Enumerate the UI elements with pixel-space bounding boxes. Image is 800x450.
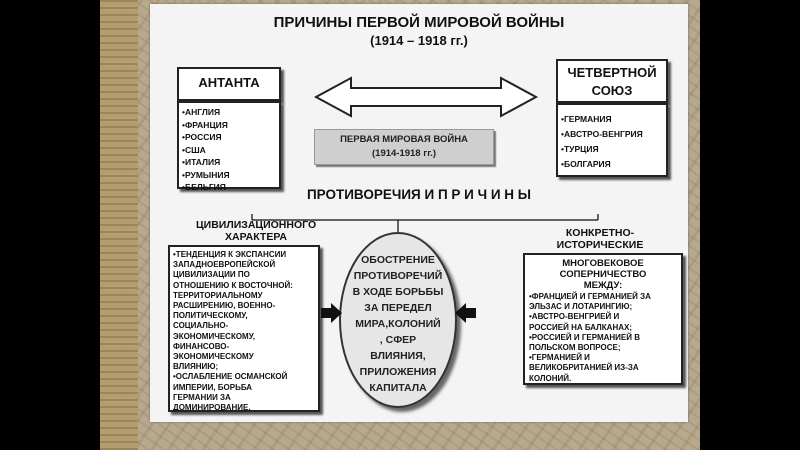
civilizational-line: ИМПЕРИИ, БОРЬБА: [173, 382, 253, 392]
concrete-heading: КОНКРЕТНО- ИСТОРИЧЕСКИЕ: [530, 227, 670, 251]
concrete-line: КОЛОНИЙ.: [529, 373, 572, 383]
quadruple-title-line2: СОЮЗ: [591, 83, 633, 98]
civilizational-line: ФИНАНСОВО-: [173, 341, 230, 351]
center-line: ПРИЛОЖЕНИЯ: [359, 366, 437, 378]
civilizational-heading-line1: ЦИВИЛИЗАЦИОННОГО: [196, 219, 317, 231]
concrete-intro-line: СОПЕРНИЧЕСТВО: [559, 269, 647, 280]
contradictions-heading: ПРОТИВОРЕЧИЯ И П Р И Ч И Н Ы: [306, 187, 532, 202]
civilizational-line: ДОМИНИРОВАНИЕ.: [173, 403, 251, 413]
civilizational-line: ТЕРРИТОРИАЛЬНОМУ: [173, 290, 263, 300]
center-line: ВЛИЯНИЯ,: [370, 350, 426, 362]
entente-title-box: АНТАНТА: [177, 67, 281, 101]
center-line: ПРОТИВОРЕЧИЙ: [353, 270, 443, 282]
arrow-right-icon: [321, 303, 342, 323]
civilizational-heading-line2: ХАРАКТЕРА: [224, 231, 287, 243]
entente-member: РУМЫНИЯ: [182, 169, 279, 182]
civilizational-line: ВЛИЯНИЮ;: [173, 362, 219, 372]
entente-list: АНГЛИЯФРАНЦИЯРОССИЯСШАИТАЛИЯРУМЫНИЯБЕЛЬГ…: [179, 106, 279, 194]
civilizational-line: ПОЛИТИЧЕСКОМУ,: [173, 311, 248, 321]
war-years: (1914-1918 гг.): [372, 148, 436, 159]
entente-member: ФРАНЦИЯ: [182, 119, 279, 132]
quadruple-member: ГЕРМАНИЯ: [561, 112, 666, 127]
civilizational-line: ЗАПАДНОЕВРОПЕЙСКОЙ: [173, 260, 276, 270]
entente-member: АНГЛИЯ: [182, 106, 279, 119]
concrete-line: •РОССИЕЙ И ГЕРМАНИЕЙ В: [529, 332, 640, 342]
entente-member: БЕЛЬГИЯ: [182, 181, 279, 194]
center-line: ОБОСТРЕНИЕ: [361, 254, 435, 266]
entente-members-box: АНГЛИЯФРАНЦИЯРОССИЯСШАИТАЛИЯРУМЫНИЯБЕЛЬГ…: [177, 101, 281, 192]
concrete-line: РОССИЕЙ НА БАЛКАНАХ;: [529, 322, 632, 332]
concrete-intro-line: МЕЖДУ:: [583, 280, 623, 291]
center-text: ОБОСТРЕНИЕ ПРОТИВОРЕЧИЙ В ХОДЕ БОРЬБЫ ЗА ПЕ…: [339, 252, 457, 396]
civilizational-heading: ЦИВИЛИЗАЦИОННОГО ХАРАКТЕРА: [196, 219, 316, 243]
quadruple-member: АВСТРО-ВЕНГРИЯ: [561, 127, 666, 142]
concrete-line: •ФРАНЦИЕЙ И ГЕРМАНИЕЙ ЗА: [529, 292, 651, 301]
civilizational-line: ГЕРМАНИИ ЗА: [173, 392, 231, 402]
decorative-strip: [100, 0, 138, 450]
concrete-intro-line: МНОГОВЕКОВОЕ: [562, 258, 644, 269]
double-arrow-icon: [313, 76, 539, 118]
connector-lines: [251, 214, 599, 232]
center-line: ЗА ПЕРЕДЕЛ: [364, 302, 432, 314]
center-line: В ХОДЕ БОРЬБЫ: [352, 286, 444, 298]
quadruple-title-line1: ЧЕТВЕРТНОЙ: [567, 65, 657, 80]
diagram-subtitle: (1914 – 1918 гг.): [370, 33, 468, 48]
war-box: ПЕРВАЯ МИРОВАЯ ВОЙНА (1914-1918 гг.): [314, 129, 494, 165]
quadruple-title-box: ЧЕТВЕРТНОЙ СОЮЗ: [556, 59, 668, 103]
center-line: КАПИТАЛА: [369, 382, 427, 394]
concrete-heading-line2: ИСТОРИЧЕСКИЕ: [556, 239, 644, 251]
entente-title: АНТАНТА: [198, 75, 260, 90]
civilizational-line: РАСШИРЕНИЮ, ВОЕННО-: [173, 301, 276, 311]
civilizational-line: •ТЕНДЕНЦИЯ К ЭКСПАНСИИ: [173, 250, 287, 259]
entente-member: ИТАЛИЯ: [182, 156, 279, 169]
arrow-left-icon: [455, 303, 476, 323]
center-line: , СФЕР: [379, 334, 417, 346]
concrete-line: ВЕЛИКОБРИТАНИЕЙ ИЗ-ЗА: [529, 363, 639, 373]
concrete-line: •ГЕРМАНИЕЙ И: [529, 353, 590, 363]
quadruple-member: ТУРЦИЯ: [561, 142, 666, 157]
civilizational-line: ЭКОНОМИЧЕСКОМУ: [173, 352, 254, 362]
civilizational-line: ЦИВИЛИЗАЦИИ ПО: [173, 270, 250, 280]
quadruple-members-box: ГЕРМАНИЯАВСТРО-ВЕНГРИЯТУРЦИЯБОЛГАРИЯ: [556, 103, 668, 177]
entente-member: США: [182, 144, 279, 157]
concrete-heading-line1: КОНКРЕТНО-: [565, 227, 635, 239]
war-title: ПЕРВАЯ МИРОВАЯ ВОЙНА: [340, 134, 468, 145]
civilizational-line: ОТНОШЕНИЮ К ВОСТОЧНОЙ:: [173, 280, 293, 290]
entente-member: РОССИЯ: [182, 131, 279, 144]
diagram-title: ПРИЧИНЫ ПЕРВОЙ МИРОВОЙ ВОЙНЫ: [273, 14, 565, 31]
center-line: МИРА,КОЛОНИЙ: [355, 318, 441, 330]
center-ellipse: [339, 232, 457, 408]
civilizational-line: •ОСЛАБЛЕНИЕ ОСМАНСКОЙ: [173, 372, 288, 382]
concrete-line: ЭЛЬЗАС И ЛОТАРИНГИЮ;: [529, 302, 633, 312]
concrete-line: ПОЛЬСКОМ ВОПРОСЕ;: [529, 343, 621, 353]
civilizational-line: СОЦИАЛЬНО-: [173, 321, 229, 331]
concrete-line: •АВСТРО-ВЕНГРИЕЙ И: [529, 312, 620, 322]
civilizational-line: ЭКОНОМИЧЕСКОМУ,: [173, 331, 256, 341]
quadruple-list: ГЕРМАНИЯАВСТРО-ВЕНГРИЯТУРЦИЯБОЛГАРИЯ: [558, 112, 666, 172]
quadruple-member: БОЛГАРИЯ: [561, 157, 666, 172]
